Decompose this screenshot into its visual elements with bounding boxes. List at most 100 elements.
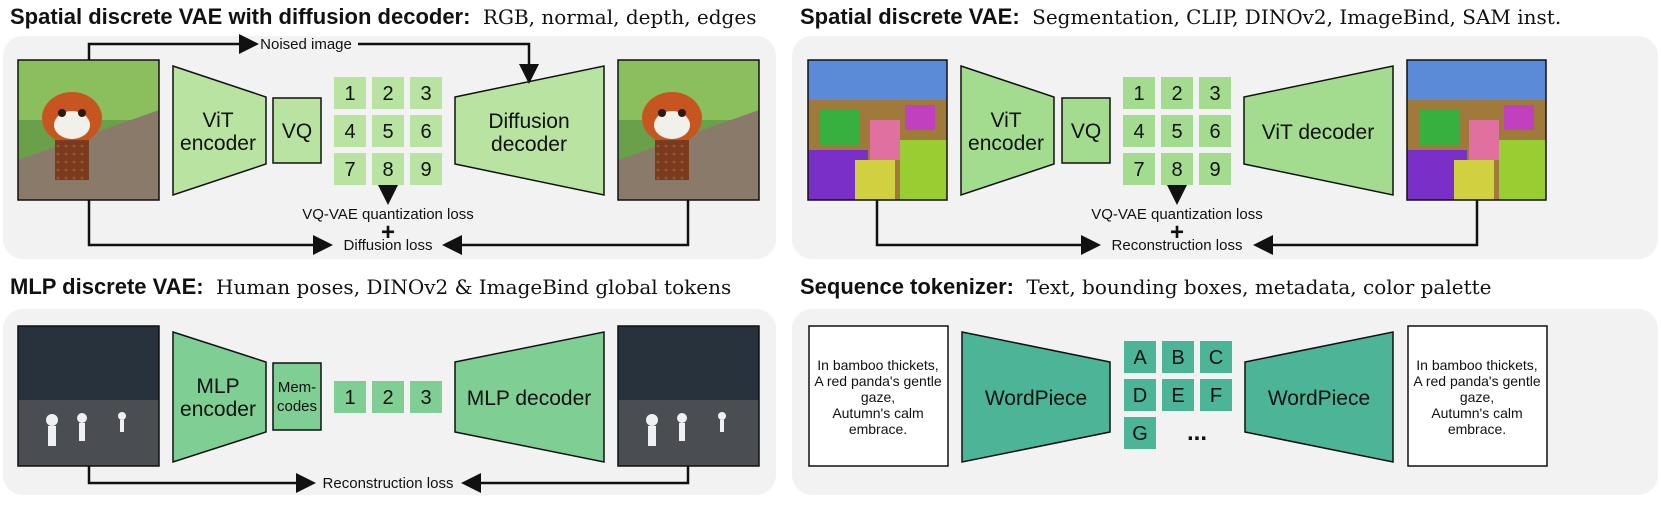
panel4-wordpiece-encoder <box>961 331 1111 463</box>
token-label: 8 <box>382 159 393 181</box>
panel4-token-grid: A B C D E F G ... <box>1124 341 1232 449</box>
panel1-input-image <box>17 59 160 201</box>
panel4-encoder-label: WordPiece <box>985 387 1087 410</box>
token-label: 5 <box>1171 121 1182 143</box>
token <box>410 77 442 109</box>
panel3-memcodes-label-2: codes <box>277 398 317 415</box>
panel4-input-line: embrace. <box>849 421 907 437</box>
panel2-quant-loss: VQ-VAE quantization loss <box>1091 206 1262 223</box>
panel2-vq-label: VQ <box>1071 120 1101 143</box>
panel2-vq-block <box>1061 97 1111 164</box>
panel3-recon-loss: Reconstruction loss <box>323 475 454 492</box>
token-label: 7 <box>1133 159 1144 181</box>
panel1-vq-label: VQ <box>282 120 312 143</box>
token <box>1199 153 1231 185</box>
token <box>410 381 442 413</box>
token <box>334 77 366 109</box>
panel4-input-line: Autumn's calm <box>832 405 923 421</box>
token-label: A <box>1133 347 1147 369</box>
token-label: 2 <box>382 387 393 409</box>
token <box>1162 341 1194 373</box>
panel2-decoder-label: ViT decoder <box>1262 121 1374 144</box>
panel1-vit-encoder <box>172 64 267 197</box>
panel1-noised-arrow: Noised image <box>87 34 539 84</box>
token <box>334 153 366 185</box>
token-label: 1 <box>344 83 355 105</box>
token-label: 1 <box>1133 83 1144 105</box>
panel1-decoder-label-2: decoder <box>491 133 567 156</box>
panel4-input-text-box <box>808 325 949 467</box>
panel4-input-line: A red panda's gentle <box>814 373 941 389</box>
panel2-title: Spatial discrete VAE: Segmentation, CLIP… <box>800 4 1561 29</box>
panel-spatial: Spatial discrete VAE: Segmentation, CLIP… <box>792 4 1658 259</box>
panel2-title-rest: Segmentation, CLIP, DINOv2, ImageBind, S… <box>1032 5 1561 29</box>
panel1-encoder-label-2: encoder <box>180 132 256 155</box>
panel3-memcodes-block <box>272 362 322 431</box>
panel3-input-image <box>17 325 160 467</box>
token <box>1199 115 1231 147</box>
panel4-input-line: gaze, <box>861 389 895 405</box>
token <box>1200 341 1232 373</box>
panel1-decoder-label-1: Diffusion <box>488 110 569 133</box>
token <box>1161 153 1193 185</box>
panel4-output-line: In bamboo thickets, <box>1416 357 1537 373</box>
token-label: 1 <box>344 387 355 409</box>
panel3-output-image <box>617 325 760 467</box>
token-label: 7 <box>344 159 355 181</box>
token <box>1162 379 1194 411</box>
token-label: 2 <box>1171 83 1182 105</box>
panel1-token-grid: 1 2 3 4 5 6 7 8 9 <box>334 77 442 185</box>
token-label: 4 <box>1133 121 1144 143</box>
token-label: C <box>1209 347 1223 369</box>
panel4-decoder-label: WordPiece <box>1268 387 1370 410</box>
panel2-output-image <box>1406 59 1547 201</box>
panel1-vq-block <box>272 97 322 164</box>
panel4-wordpiece-decoder <box>1244 331 1394 463</box>
token <box>372 381 404 413</box>
panel1-diffusion-loss: Diffusion loss <box>344 237 433 254</box>
token-label: 5 <box>382 121 393 143</box>
panel3-encoder-label-2: encoder <box>180 398 256 421</box>
panel4-output-line: gaze, <box>1460 389 1494 405</box>
panel2-recon-loss: Reconstruction loss <box>1112 237 1243 254</box>
token <box>410 153 442 185</box>
panel3-title-rest: Human poses, DINOv2 & ImageBind global t… <box>216 275 731 299</box>
token <box>334 115 366 147</box>
panel1-output-image <box>617 59 760 201</box>
panel1-left-loss-arrow <box>87 200 333 255</box>
panel3-title: MLP discrete VAE: Human poses, DINOv2 & … <box>10 274 731 299</box>
token-label: 3 <box>420 387 431 409</box>
token-label: 6 <box>420 121 431 143</box>
panel1-title-rest: RGB, normal, depth, edges <box>483 5 757 29</box>
token-label: 9 <box>420 159 431 181</box>
panel1-diffusion-decoder <box>454 65 605 196</box>
token-label: 4 <box>344 121 355 143</box>
panel2-title-bold: Spatial discrete VAE: <box>800 4 1020 29</box>
panel3-mlp-decoder <box>454 331 605 463</box>
panel1-plus: + <box>381 219 395 246</box>
panel-mlp: MLP discrete VAE: Human poses, DINOv2 & … <box>3 274 776 495</box>
token-label: 9 <box>1209 159 1220 181</box>
token-label: 2 <box>382 83 393 105</box>
panel1-encoder-label-1: ViT <box>202 109 233 132</box>
panel3-left-loss-arrow <box>87 466 316 493</box>
panel4-output-line: A red panda's gentle <box>1413 373 1540 389</box>
token <box>1123 77 1155 109</box>
panel3-encoder-label-1: MLP <box>196 375 239 398</box>
panel4-output-text-box <box>1407 325 1548 467</box>
token-label: 3 <box>420 83 431 105</box>
panel1-right-loss-arrow <box>442 200 690 255</box>
token-label: B <box>1171 347 1184 369</box>
panel3-memcodes-label-1: Mem- <box>278 379 316 396</box>
token <box>1199 77 1231 109</box>
panel3-decoder-label: MLP decoder <box>467 387 592 410</box>
token-label: D <box>1133 385 1147 407</box>
panel4-ellipsis: ... <box>1187 419 1207 446</box>
token-label: 8 <box>1171 159 1182 181</box>
panel1-title-bold: Spatial discrete VAE with diffusion deco… <box>10 4 470 29</box>
token-label: E <box>1171 385 1184 407</box>
panel2-vit-encoder <box>960 64 1055 197</box>
token <box>1200 379 1232 411</box>
panel4-output-line: Autumn's calm <box>1431 405 1522 421</box>
panel2-encoder-label-1: ViT <box>990 109 1021 132</box>
